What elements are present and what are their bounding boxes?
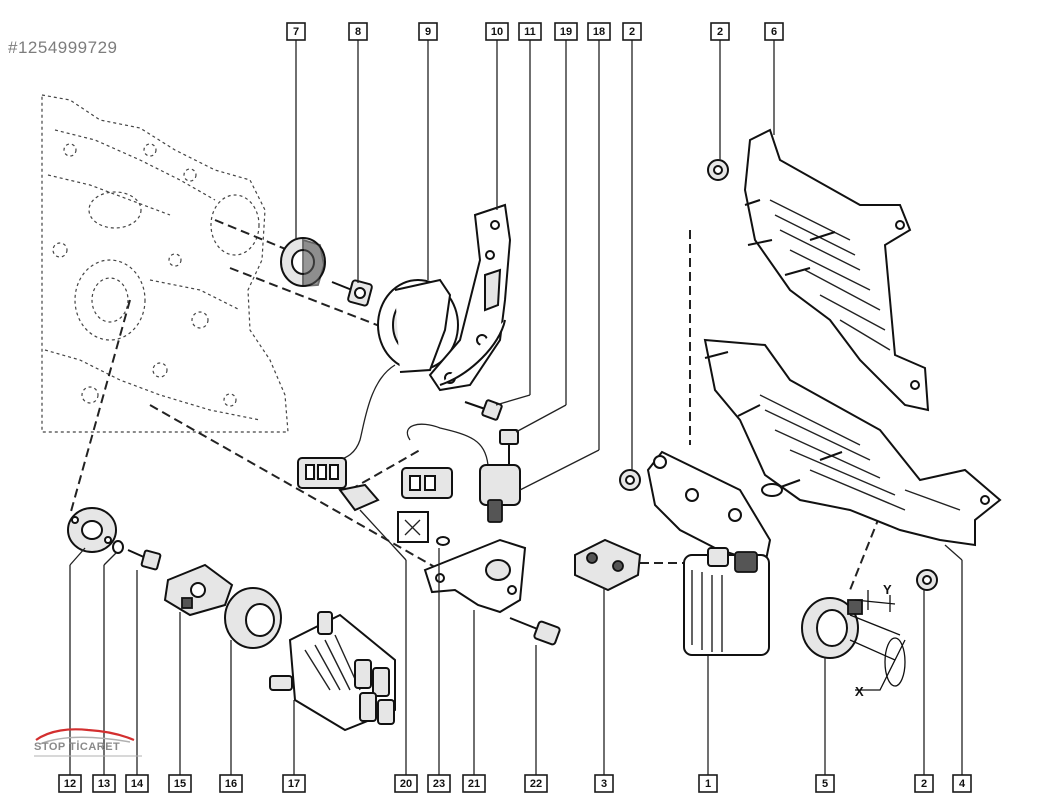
callout-top-7: 7 [286,22,306,41]
svg-text:14: 14 [131,778,144,790]
svg-text:18: 18 [593,26,605,38]
callout-bottom-13: 13 [92,774,116,793]
callout-leaders [69,40,963,775]
part-2-nut-top [707,159,729,181]
callout-top-10: 10 [485,22,509,41]
svg-text:2: 2 [629,26,635,38]
callout-bottom-16: 16 [219,774,243,793]
callout-bottom-22: 22 [524,774,548,793]
callout-bottom-12: 12 [58,774,82,793]
callout-bottom-1: 1 [698,774,718,793]
svg-text:12: 12 [64,778,76,790]
brand-logo-text: STOP TİCARET [34,741,121,753]
svg-text:22: 22 [530,778,542,790]
part-9-sensor [297,278,459,489]
svg-text:10: 10 [491,26,503,38]
callout-top-11: 11 [518,22,542,41]
part-5-clamp [801,590,906,691]
part-15-rotor [163,563,234,617]
part-6-upper-bracket [743,128,930,412]
part-4-lower-bracket [703,338,1002,547]
engine-block [41,94,289,433]
part-1-ignition-coil [646,450,772,656]
part-12-flange [67,507,117,553]
svg-text:6: 6 [771,26,777,38]
part-21-bracket [423,538,527,614]
svg-text:17: 17 [288,778,300,790]
part-22-bolt [509,617,561,646]
part-13-o-ring [112,540,124,554]
part-17-distributor-cap [269,611,396,732]
svg-text:15: 15 [174,778,186,790]
callout-bottom-21: 21 [462,774,486,793]
svg-text:11: 11 [524,26,536,38]
callout-bottom-20: 20 [394,774,418,793]
svg-text:1: 1 [705,778,711,790]
svg-text:21: 21 [468,778,480,790]
callout-top-8: 8 [348,22,368,41]
svg-text:19: 19 [560,26,572,38]
svg-text:5: 5 [822,778,828,790]
svg-text:4: 4 [959,778,966,790]
part-19-bolt [499,429,519,465]
callout-bottom-4: 4 [952,774,972,793]
callout-bottom-2: 2 [914,774,934,793]
part-20-clip [338,483,429,543]
part-7-seal-ring [280,237,326,287]
dimension-x-label: X [855,684,864,699]
part-10-sensor-bracket [428,203,512,392]
part-8-bolt [331,279,373,307]
callout-top-18: 18 [587,22,611,41]
svg-text:7: 7 [293,26,299,38]
svg-text:9: 9 [425,26,431,38]
callout-bottom-23: 23 [427,774,451,793]
callout-bottom-3: 3 [594,774,614,793]
part-2-nut-mid [619,469,641,491]
callout-top-19: 19 [554,22,578,41]
callout-bottom-15: 15 [168,774,192,793]
svg-text:16: 16 [225,778,237,790]
part-2-nut-right [916,569,938,591]
callout-bottom-17: 17 [282,774,306,793]
svg-text:3: 3 [601,778,607,790]
callout-top-6: 6 [764,22,784,41]
part-11-screw [464,399,503,421]
part-16-dust-cover [224,587,282,649]
part-23-washer [436,536,450,546]
svg-text:2: 2 [717,26,723,38]
brand-logo-car-icon [34,728,142,757]
svg-text:23: 23 [433,778,445,790]
dimension-y-label: Y [883,582,892,597]
callout-bottom-5: 5 [815,774,835,793]
callout-top-2b: 2 [710,22,730,41]
image-id-watermark: #1254999729 [8,38,118,57]
callout-bottom-14: 14 [125,774,149,793]
part-18-sensor [401,423,521,523]
part-14-bolt [127,549,162,571]
callout-top-2a: 2 [622,22,642,41]
callout-top-9: 9 [418,22,438,41]
svg-text:20: 20 [400,778,412,790]
svg-text:8: 8 [355,26,361,38]
svg-text:13: 13 [98,778,110,790]
svg-text:2: 2 [921,778,927,790]
part-3-connector [574,538,642,592]
